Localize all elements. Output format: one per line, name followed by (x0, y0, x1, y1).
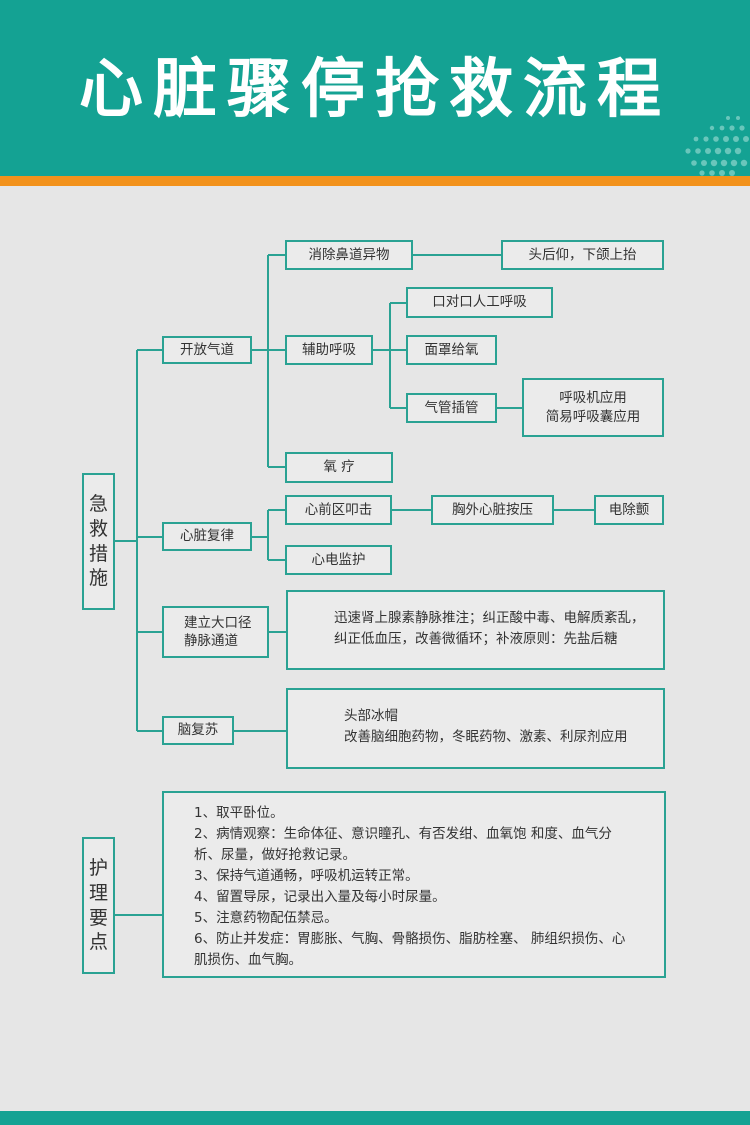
nursing-points-list: 1、取平卧位。 2、病情观察：生命体征、意识瞳孔、有否发绀、血氧饱 和度、血气分… (162, 791, 666, 978)
emergency-measures-label: 急 救 措 施 (82, 473, 115, 610)
assisted-breathing-node: 辅助呼吸 (285, 335, 373, 365)
head-tilt-chin-lift-node: 头后仰，下颌上抬 (501, 240, 664, 270)
iv-access-node: 建立大口径 静脉通道 (162, 606, 269, 658)
page-title: 心脏骤停抢救流程 (79, 53, 671, 127)
face-mask-oxygen-node: 面罩给氧 (406, 335, 497, 365)
nursing-point: 1、取平卧位。 (194, 805, 284, 821)
cardioversion-node: 心脏复律 (162, 522, 252, 551)
tracheal-intubation-node: 气管插管 (406, 393, 497, 423)
footer-bar (0, 1111, 750, 1125)
nursing-point: 6、防止并发症：胃膨胀、气胸、骨骼损伤、脂肪栓塞、 肺组织损伤、心 (194, 931, 626, 947)
orange-divider (0, 176, 750, 186)
decorative-dots-icon (685, 116, 749, 176)
clear-nasal-foreign-body-node: 消除鼻道异物 (285, 240, 413, 270)
nursing-point: 肌损伤、血气胸。 (194, 952, 302, 968)
ecg-monitoring-node: 心电监护 (285, 545, 392, 575)
brain-resuscitation-details: 头部冰帽 改善脑细胞药物，冬眠药物、激素、利尿剂应用 (286, 688, 665, 769)
nursing-point: 5、注意药物配伍禁忌。 (194, 910, 338, 926)
ventilator-node: 呼吸机应用 简易呼吸囊应用 (522, 378, 664, 437)
open-airway-node: 开放气道 (162, 336, 252, 364)
chest-compression-node: 胸外心脏按压 (431, 495, 554, 525)
nursing-points-label: 护 理 要 点 (82, 837, 115, 974)
precordial-thump-node: 心前区叩击 (285, 495, 392, 525)
brain-resuscitation-node: 脑复苏 (162, 716, 234, 745)
nursing-point: 2、病情观察：生命体征、意识瞳孔、有否发绀、血氧饱 和度、血气分 (194, 826, 612, 842)
mouth-to-mouth-node: 口对口人工呼吸 (406, 287, 553, 318)
iv-access-details: 迅速肾上腺素静脉推注；纠正酸中毒、电解质紊乱， 纠正低血压，改善微循环；补液原则… (286, 590, 665, 670)
nursing-point: 4、留置导尿，记录出入量及每小时尿量。 (194, 889, 446, 905)
defibrillation-node: 电除颤 (594, 495, 664, 525)
oxygen-therapy-node: 氧 疗 (285, 452, 393, 483)
nursing-point: 3、保持气道通畅，呼吸机运转正常。 (194, 868, 419, 884)
nursing-point: 析、尿量，做好抢救记录。 (194, 847, 356, 863)
header-banner: 心脏骤停抢救流程 (0, 0, 750, 176)
